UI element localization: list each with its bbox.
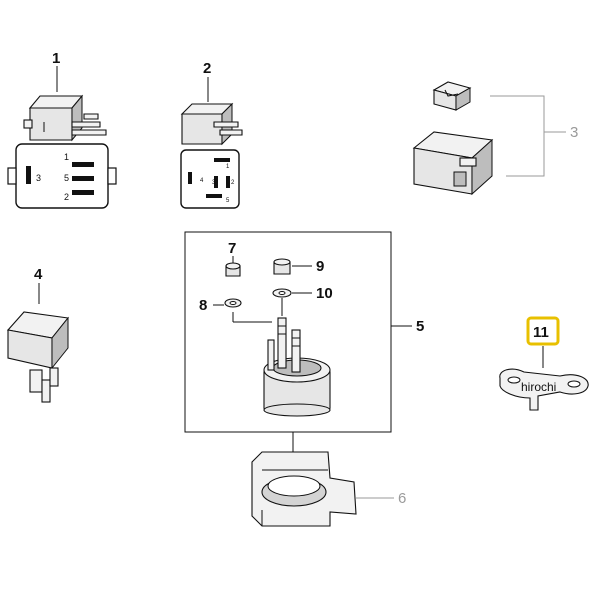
relay-3-body xyxy=(412,131,494,196)
bracket-holder-6[interactable]: 6 xyxy=(251,451,406,527)
switch-body xyxy=(263,317,331,417)
relay-1-pin-1: 1 xyxy=(64,152,69,162)
relay-4[interactable]: 4 xyxy=(6,266,70,403)
callout-7: 7 xyxy=(228,240,236,257)
mounting-plate-11[interactable]: 11 hirochi xyxy=(499,316,589,411)
relay-3-cap xyxy=(432,81,472,111)
relay-2-pin-2: 2 xyxy=(231,180,235,186)
relay-2-pin-5: 5 xyxy=(226,198,230,204)
relay-1-pin-5: 5 xyxy=(64,173,69,183)
nut-7[interactable]: 7 xyxy=(225,240,241,277)
relay-1-body xyxy=(23,94,107,142)
relay-1[interactable]: 1 3 5 2 1 xyxy=(7,50,117,209)
assembly-5-frame xyxy=(184,231,392,433)
callout-6: 6 xyxy=(398,490,406,507)
callout-2: 2 xyxy=(203,60,211,77)
relay-1-pin-2: 2 xyxy=(64,192,69,202)
callout-10: 10 xyxy=(316,285,333,302)
relay-1-pin-3: 3 xyxy=(36,173,41,183)
relay-2-body xyxy=(180,102,243,146)
callout-8: 8 xyxy=(199,297,207,314)
relay-2-pin-3: 3 xyxy=(212,180,216,186)
callout-11: 11 xyxy=(533,324,549,341)
callout-3-bracket xyxy=(490,95,545,177)
callout-3: 3 xyxy=(570,124,578,141)
relay-3-with-cap[interactable]: 3 xyxy=(412,81,578,196)
washer-8[interactable]: 8 xyxy=(199,297,242,314)
callout-9: 9 xyxy=(316,258,324,275)
relay-2-pin-1: 1 xyxy=(226,164,230,170)
washer-10[interactable]: 10 xyxy=(272,285,333,302)
callout-11-highlight xyxy=(526,316,560,346)
relay-1-pin-diagram: 1 3 5 2 xyxy=(7,143,117,209)
watermark-text: hirochi xyxy=(521,380,556,394)
relay-2-pin-4: 4 xyxy=(200,178,204,184)
nut-9[interactable]: 9 xyxy=(273,258,324,275)
relay-2[interactable]: 1 4 3 2 5 2 xyxy=(180,60,243,209)
callout-1: 1 xyxy=(52,50,60,67)
callout-4: 4 xyxy=(34,266,43,283)
callout-5: 5 xyxy=(416,318,424,335)
assembly-5[interactable]: 5 7 8 9 10 xyxy=(184,231,424,455)
relay-2-pin-diagram: 1 4 3 2 5 xyxy=(180,149,240,209)
